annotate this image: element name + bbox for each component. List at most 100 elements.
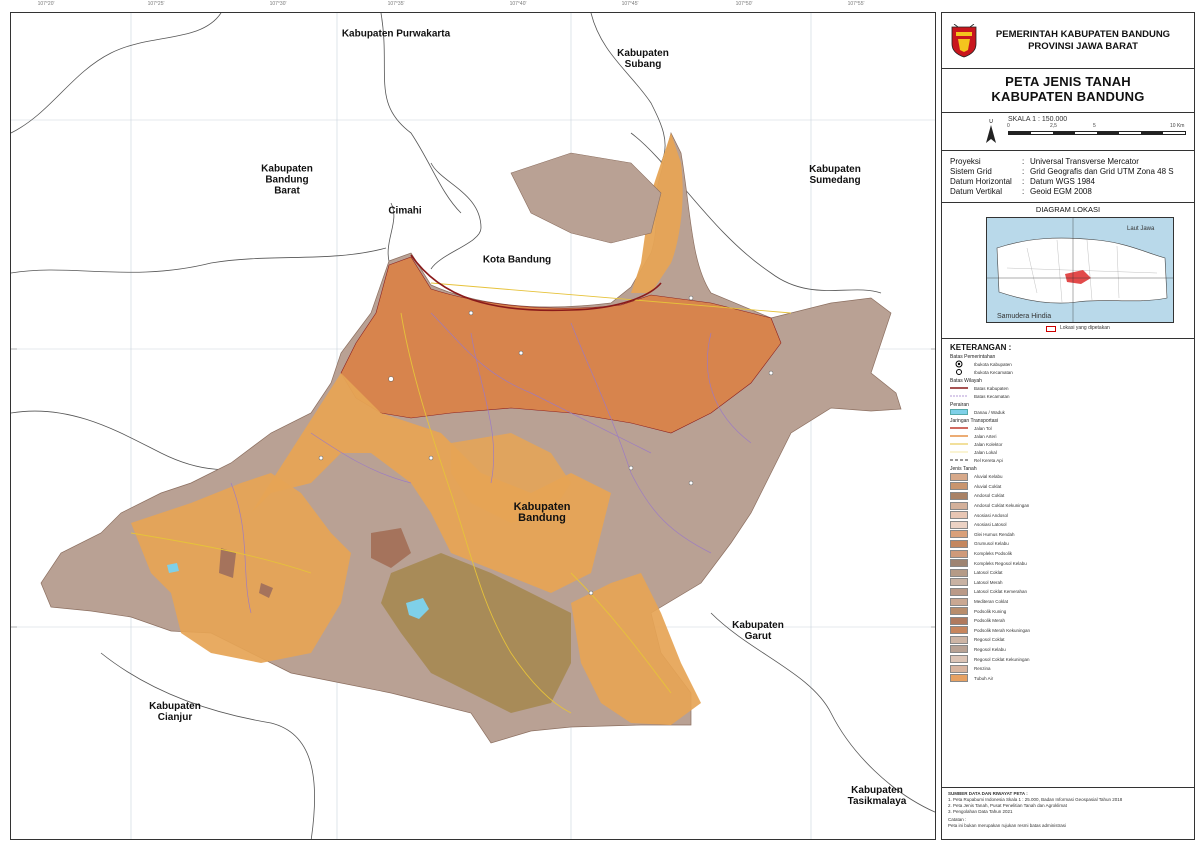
soil-swatch (950, 491, 968, 500)
soil-legend-row: Grumusol Kelabu (950, 539, 1186, 549)
soil-legend-row: Podsolik Merah (950, 616, 1186, 626)
legend-group-transport: Jaringan Transportasi (950, 418, 999, 424)
legend-group-admin: Batas Pemerintahan (950, 354, 996, 360)
grid-system-row: Sistem Grid:Grid Geografis dan Grid UTM … (950, 167, 1174, 176)
label-garut: Kabupaten Garut (732, 620, 784, 642)
soil-legend-row: Podsolik Merah Kekuningan (950, 626, 1186, 636)
soil-label: Latosol Coklat Kemerahan (974, 589, 1028, 595)
source-section: SUMBER DATA DAN RIWAYAT PETA : 1. Peta R… (942, 787, 1194, 839)
map-frame[interactable]: Kabupaten Purwakarta Kabupaten Subang Ka… (10, 12, 936, 840)
soil-legend-row: Regosol Coklat Kekuningan (950, 654, 1186, 664)
soil-swatch (950, 511, 968, 520)
soil-swatch (950, 472, 968, 481)
soil-swatch (950, 635, 968, 644)
soil-label: Podsolik Merah Kekuningan (974, 627, 1031, 633)
legend-title: KETERANGAN : (950, 343, 1012, 352)
inset-legend-swatch (1046, 326, 1056, 332)
soil-swatch (950, 626, 968, 635)
label-kota-bandung: Kota Bandung (482, 254, 552, 266)
label-bandung-barat: Kabupaten Bandung Barat (261, 163, 313, 197)
soil-legend-row: Tubuh Air (950, 673, 1186, 683)
soil-swatch (950, 645, 968, 654)
soil-legend-row: Andosol Coklat (950, 491, 1186, 501)
soil-swatch (950, 597, 968, 606)
scale-bar (1008, 131, 1186, 135)
map-title-line1: PETA JENIS TANAH (1005, 74, 1131, 89)
note-text: Peta ini bukan merupakan rujukan resmi b… (948, 823, 1067, 828)
soil-swatch (950, 530, 968, 539)
soil-legend-row: Asosiasi Andosol (950, 510, 1186, 520)
soil-swatch (950, 482, 968, 491)
soil-swatch (950, 616, 968, 625)
map-top-graticule: 107°20' 107°25' 107°30' 107°35' 107°40' … (37, 1, 865, 7)
soil-map[interactable] (11, 13, 936, 840)
scale-tick-0: 0 (1007, 123, 1010, 129)
soil-swatch (950, 674, 968, 683)
label-sumedang: Kabupaten Sumedang (809, 164, 861, 186)
inset-legend-label: Lokasi yang dipetakan (1060, 325, 1110, 331)
legend-row: Ibukota Kabupaten (950, 360, 1186, 368)
soil-legend-row: Regosol Kelabu (950, 645, 1186, 655)
soil-label: Tubuh Air (974, 675, 994, 681)
legend-section: KETERANGAN : Batas Pemerintahan Ibukota … (942, 339, 1194, 779)
scale-label: SKALA 1 : 150.000 (1008, 116, 1068, 123)
soil-label: Andosol Coklat Kekuningan (974, 503, 1030, 509)
source-line: 2. Peta Jenis Tanah, Pusat Penelitian Ta… (948, 803, 1067, 808)
soil-label: Mediteran Coklat (974, 599, 1009, 605)
soil-swatch (950, 501, 968, 510)
location-diagram-title: DIAGRAM LOKASI (1035, 205, 1101, 214)
soil-legend-row: Mediteran Coklat (950, 597, 1186, 607)
soil-swatch (950, 664, 968, 673)
projection-section: Proyeksi:Universal Transverse Mercator S… (942, 151, 1194, 203)
map-title-section: PETA JENIS TANAH KABUPATEN BANDUNG (942, 69, 1194, 113)
location-inset-map: Laut Jawa Samudera Hindia (986, 217, 1174, 323)
soil-swatch (950, 655, 968, 664)
north-arrow-icon: U (986, 119, 996, 143)
map-title-line2: KABUPATEN BANDUNG (991, 89, 1145, 104)
label-purwakarta: Kabupaten Purwakarta (341, 28, 451, 40)
scale-tick-3: 10 Km (1170, 123, 1185, 129)
kabupaten-emblem-icon (950, 23, 978, 58)
header-section: PEMERINTAH KABUPATEN BANDUNG PROVINSI JA… (942, 13, 1194, 69)
soil-label: Regosol Kelabu (974, 646, 1006, 652)
projection-row: Proyeksi:Universal Transverse Mercator (950, 157, 1139, 166)
soil-legend-row: Podsolik Kuning (950, 606, 1186, 616)
soil-label: Kompleks Regosol Kelabu (974, 560, 1027, 566)
soil-label: Latosol Coklat (974, 570, 1003, 576)
soil-legend-row: Regosol Coklat (950, 635, 1186, 645)
legend-row: Batas Kecamatan (950, 393, 1010, 399)
kabupaten-bandung-area (40, 131, 902, 744)
soil-label: Aluvial Kelabu (974, 474, 1003, 480)
soil-label: Aluvial Coklat (974, 483, 1002, 489)
legend-row: Danau / Waduk (950, 408, 1186, 416)
legend-row: Jalan Lokal (950, 449, 997, 455)
label-tasikmalaya: Kabupaten Tasikmalaya (847, 785, 907, 807)
header-line1: PEMERINTAH KABUPATEN BANDUNG (995, 28, 1171, 40)
soil-legend-row: Andosol Coklat Kekuningan (950, 501, 1186, 511)
legend-group-water: Perairan (950, 402, 969, 408)
soil-legend-row: Aluvial Kelabu (950, 472, 1186, 482)
soil-label: Renzina (974, 666, 991, 672)
legend-panel: PEMERINTAH KABUPATEN BANDUNG PROVINSI JA… (941, 12, 1195, 840)
soil-label: Glei Humus Rendah (974, 531, 1015, 537)
soil-swatch (950, 607, 968, 616)
header-line2: PROVINSI JAWA BARAT (1028, 40, 1138, 52)
legend-row: Ibukota Kecamatan (950, 368, 1186, 376)
legend-row: Jalan Tol (950, 425, 992, 431)
label-cianjur: Kabupaten Cianjur (149, 701, 201, 723)
soil-legend-row: Glei Humus Rendah (950, 530, 1186, 540)
datum-vertical-row: Datum Vertikal:Geoid EGM 2008 (950, 187, 1092, 196)
soil-swatch (950, 568, 968, 577)
soil-swatch (950, 587, 968, 596)
scale-section: U SKALA 1 : 150.000 0 2,5 5 10 Km (942, 113, 1194, 151)
svg-text:Samudera Hindia: Samudera Hindia (997, 313, 1051, 320)
soil-legend-row: Aluvial Coklat (950, 482, 1186, 492)
soil-label: Podsolik Merah (974, 618, 1006, 624)
soil-legend-row: Asosiasi Latosol (950, 520, 1186, 530)
source-line: 3. Pengolahan Data Tahun 2021 (948, 809, 1013, 814)
soil-legend-row: Kompleks Podsolik (950, 549, 1186, 559)
soil-swatch (950, 539, 968, 548)
source-title: SUMBER DATA DAN RIWAYAT PETA : (948, 791, 1028, 796)
legend-row: Jalan Kolektor (950, 441, 1003, 447)
